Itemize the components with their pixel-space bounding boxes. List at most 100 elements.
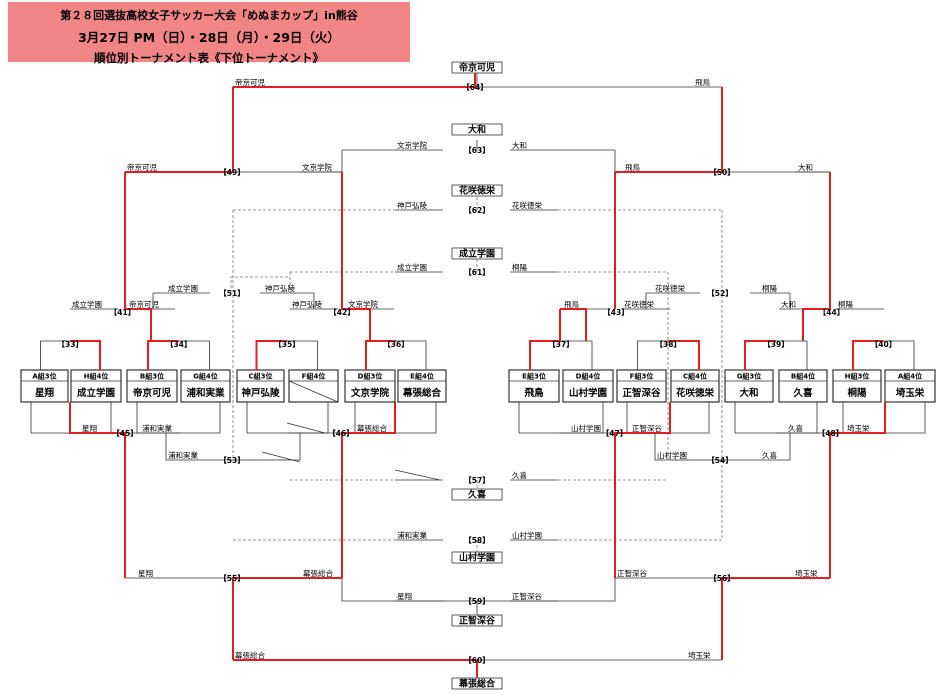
slot-label: 久喜 xyxy=(512,470,527,480)
slot-label: 山村学園 xyxy=(657,450,687,460)
match-number: 【48】 xyxy=(818,428,843,438)
match-number: 【51】 xyxy=(219,288,244,298)
match-number: 【47】 xyxy=(602,428,627,438)
match-number: 【63】 xyxy=(464,145,489,155)
winner-57: 久喜 xyxy=(468,489,486,501)
team-rank: G組4位 xyxy=(193,372,218,381)
tournament-title: 第２８回選抜高校女子サッカー大会「めぬまカップ」in熊谷 xyxy=(60,9,358,22)
match-number: 【57】 xyxy=(464,475,489,485)
match-number: 【59】 xyxy=(464,596,489,606)
slot-label: 花咲徳栄 xyxy=(512,200,542,210)
slot-label: 埼玉栄 xyxy=(688,650,711,660)
winner-60: 幕張総合 xyxy=(458,678,496,690)
match-number: 【62】 xyxy=(464,205,489,215)
slot-label: 山村学園 xyxy=(512,530,542,540)
team-name: 山村学園 xyxy=(569,387,607,399)
match-number: 【49】 xyxy=(219,167,244,177)
tournament-dates: 3月27日 PM（日）・28日（月）・29日（火） xyxy=(78,30,340,45)
match-number: 【36】 xyxy=(383,339,408,349)
slot-label: 文京学院 xyxy=(348,299,378,309)
slot-label: 大和 xyxy=(512,140,527,150)
slot-label: 久喜 xyxy=(762,450,777,460)
team-name: 文京学院 xyxy=(350,387,390,399)
slot-label: 桐陽 xyxy=(762,283,777,293)
slot-label: 埼玉栄 xyxy=(795,568,818,578)
match-number: 【35】 xyxy=(274,339,299,349)
team-rank: B組3位 xyxy=(140,372,164,381)
team-name: 大和 xyxy=(739,387,758,399)
match-number: 【40】 xyxy=(871,339,896,349)
match-number: 【53】 xyxy=(219,455,244,465)
match-number: 【58】 xyxy=(464,535,489,545)
slot-label: 星翔 xyxy=(138,568,153,578)
winner-63: 大和 xyxy=(468,124,486,136)
team-name: 神戸弘陵 xyxy=(241,387,280,399)
team-name: 帝京可児 xyxy=(133,387,172,399)
team-name: 成立学園 xyxy=(77,387,115,399)
slot-label: 幕張総合 xyxy=(303,568,333,578)
slot-label: 大和 xyxy=(798,162,813,172)
slot-label: 正智深谷 xyxy=(632,423,662,433)
slot-label: 文京学院 xyxy=(397,140,427,150)
team-rank: H組4位 xyxy=(84,372,109,381)
match-number: 【60】 xyxy=(464,655,489,665)
team-name: 浦和実業 xyxy=(186,387,225,399)
slot-label: 久喜 xyxy=(788,423,803,433)
tournament-header: 第２８回選抜高校女子サッカー大会「めぬまカップ」in熊谷 3月27日 PM（日）… xyxy=(8,2,410,65)
slot-label: 山村学園 xyxy=(571,423,601,433)
team-name: 花咲徳栄 xyxy=(676,387,715,399)
match-number: 【55】 xyxy=(219,573,244,583)
match-number: 【38】 xyxy=(656,339,681,349)
slot-label: 浦和実業 xyxy=(397,530,427,540)
slot-label: 正智深谷 xyxy=(512,591,542,601)
slot-label: 帝京可児 xyxy=(235,77,265,87)
match-number: 【56】 xyxy=(709,573,734,583)
match-number: 【61】 xyxy=(464,267,489,277)
team-rank: C組3位 xyxy=(248,372,272,381)
slot-label: 正智深谷 xyxy=(617,568,647,578)
team-name: 幕張総合 xyxy=(402,387,442,399)
bye-slash xyxy=(286,422,326,434)
team-name: 正智深谷 xyxy=(622,387,661,399)
slot-label: 神戸弘陵 xyxy=(292,299,322,309)
bye-slash xyxy=(288,380,339,403)
slot-label: 桐陽 xyxy=(838,299,853,309)
slot-label: 神戸弘陵 xyxy=(265,283,295,293)
match-number: 【41】 xyxy=(110,307,135,317)
slot-label: 神戸弘陵 xyxy=(397,200,427,210)
match-number: 【50】 xyxy=(709,167,734,177)
slot-label: 浦和実業 xyxy=(142,423,172,433)
team-rank: F組3位 xyxy=(630,372,654,381)
slot-label: 花咲徳栄 xyxy=(655,283,685,293)
team-rank: B組4位 xyxy=(791,372,815,381)
slot-label: 飛鳥 xyxy=(564,299,579,309)
team-rank: G組3位 xyxy=(737,372,762,381)
winner-61: 成立学園 xyxy=(459,248,495,260)
winner-64: 帝京可児 xyxy=(459,62,495,74)
slot-label: 文京学院 xyxy=(302,162,332,172)
match-number: 【37】 xyxy=(548,339,573,349)
slot-label: 成立学園 xyxy=(397,262,427,272)
slot-label: 帝京可児 xyxy=(129,299,159,309)
winner-58: 山村学園 xyxy=(459,552,495,564)
match-number: 【42】 xyxy=(329,307,354,317)
team-name: 久喜 xyxy=(793,387,813,399)
slot-label: 星翔 xyxy=(397,591,412,601)
slot-label: 成立学園 xyxy=(168,283,198,293)
team-rank: C組4位 xyxy=(683,372,707,381)
slot-label: 星翔 xyxy=(82,423,97,433)
team-name: 埼玉栄 xyxy=(896,387,925,399)
slot-label: 幕張総合 xyxy=(235,650,265,660)
slot-label: 花咲徳栄 xyxy=(624,299,654,309)
match-number: 【46】 xyxy=(328,428,353,438)
team-rank: D組4位 xyxy=(576,372,601,381)
match-number: 【39】 xyxy=(763,339,788,349)
slot-label: 飛鳥 xyxy=(625,162,640,172)
team-rank: H組3位 xyxy=(845,372,870,381)
team-name: 星翔 xyxy=(35,387,55,399)
match-number: 【33】 xyxy=(58,339,83,349)
match-number: 【43】 xyxy=(603,307,628,317)
team-name: 桐陽 xyxy=(847,387,867,399)
match-number: 【54】 xyxy=(707,455,732,465)
